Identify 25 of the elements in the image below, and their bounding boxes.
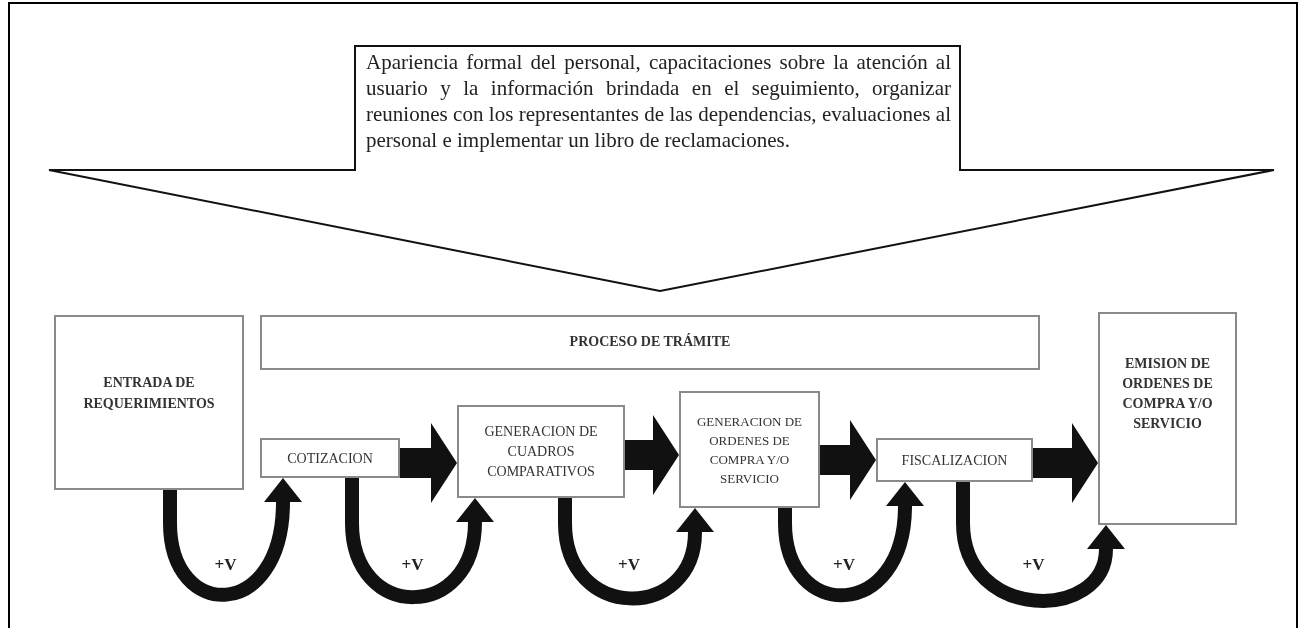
- process-box: [260, 438, 400, 478]
- curved-arrow: [163, 478, 302, 602]
- box-label: ENTRADA DE REQUERIMIENTOS: [82, 374, 216, 413]
- box-label: PROCESO DE TRÁMITE: [569, 332, 731, 351]
- process-box: [679, 391, 820, 508]
- block-arrow: [1033, 423, 1098, 503]
- curved-arrow: [778, 482, 924, 602]
- block-arrow: [625, 415, 679, 495]
- block-arrow: [820, 420, 876, 500]
- process-band: [260, 315, 1040, 370]
- input-box: [54, 315, 244, 490]
- process-box: [457, 405, 625, 498]
- curved-arrow: [558, 498, 714, 606]
- box-label: GENERACION DE ORDENES DE COMPRA Y/O SERVICIO: [695, 412, 804, 488]
- output-box: [1098, 312, 1237, 525]
- process-box: [876, 438, 1033, 482]
- box-label: COTIZACION: [287, 449, 373, 468]
- curved-arrow: [956, 482, 1125, 608]
- box-label: GENERACION DE CUADROS COMPARATIVOS: [483, 422, 599, 481]
- block-arrow: [400, 423, 457, 503]
- curved-arrow: [345, 478, 494, 605]
- callout-arrow: [48, 45, 1275, 292]
- box-label: FISCALIZACION: [901, 451, 1008, 470]
- callout-text: Apariencia formal del personal, capacitaciones sobre la atención al usuario y la información brindada en el seguimiento, organizar reuniones con los representantes de las dependencias, evaluaciones al personal e implementar un libro de reclamaciones.: [366, 49, 951, 153]
- box-label: EMISION DE ORDENES DE COMPRA Y/O SERVICIO: [1121, 355, 1214, 433]
